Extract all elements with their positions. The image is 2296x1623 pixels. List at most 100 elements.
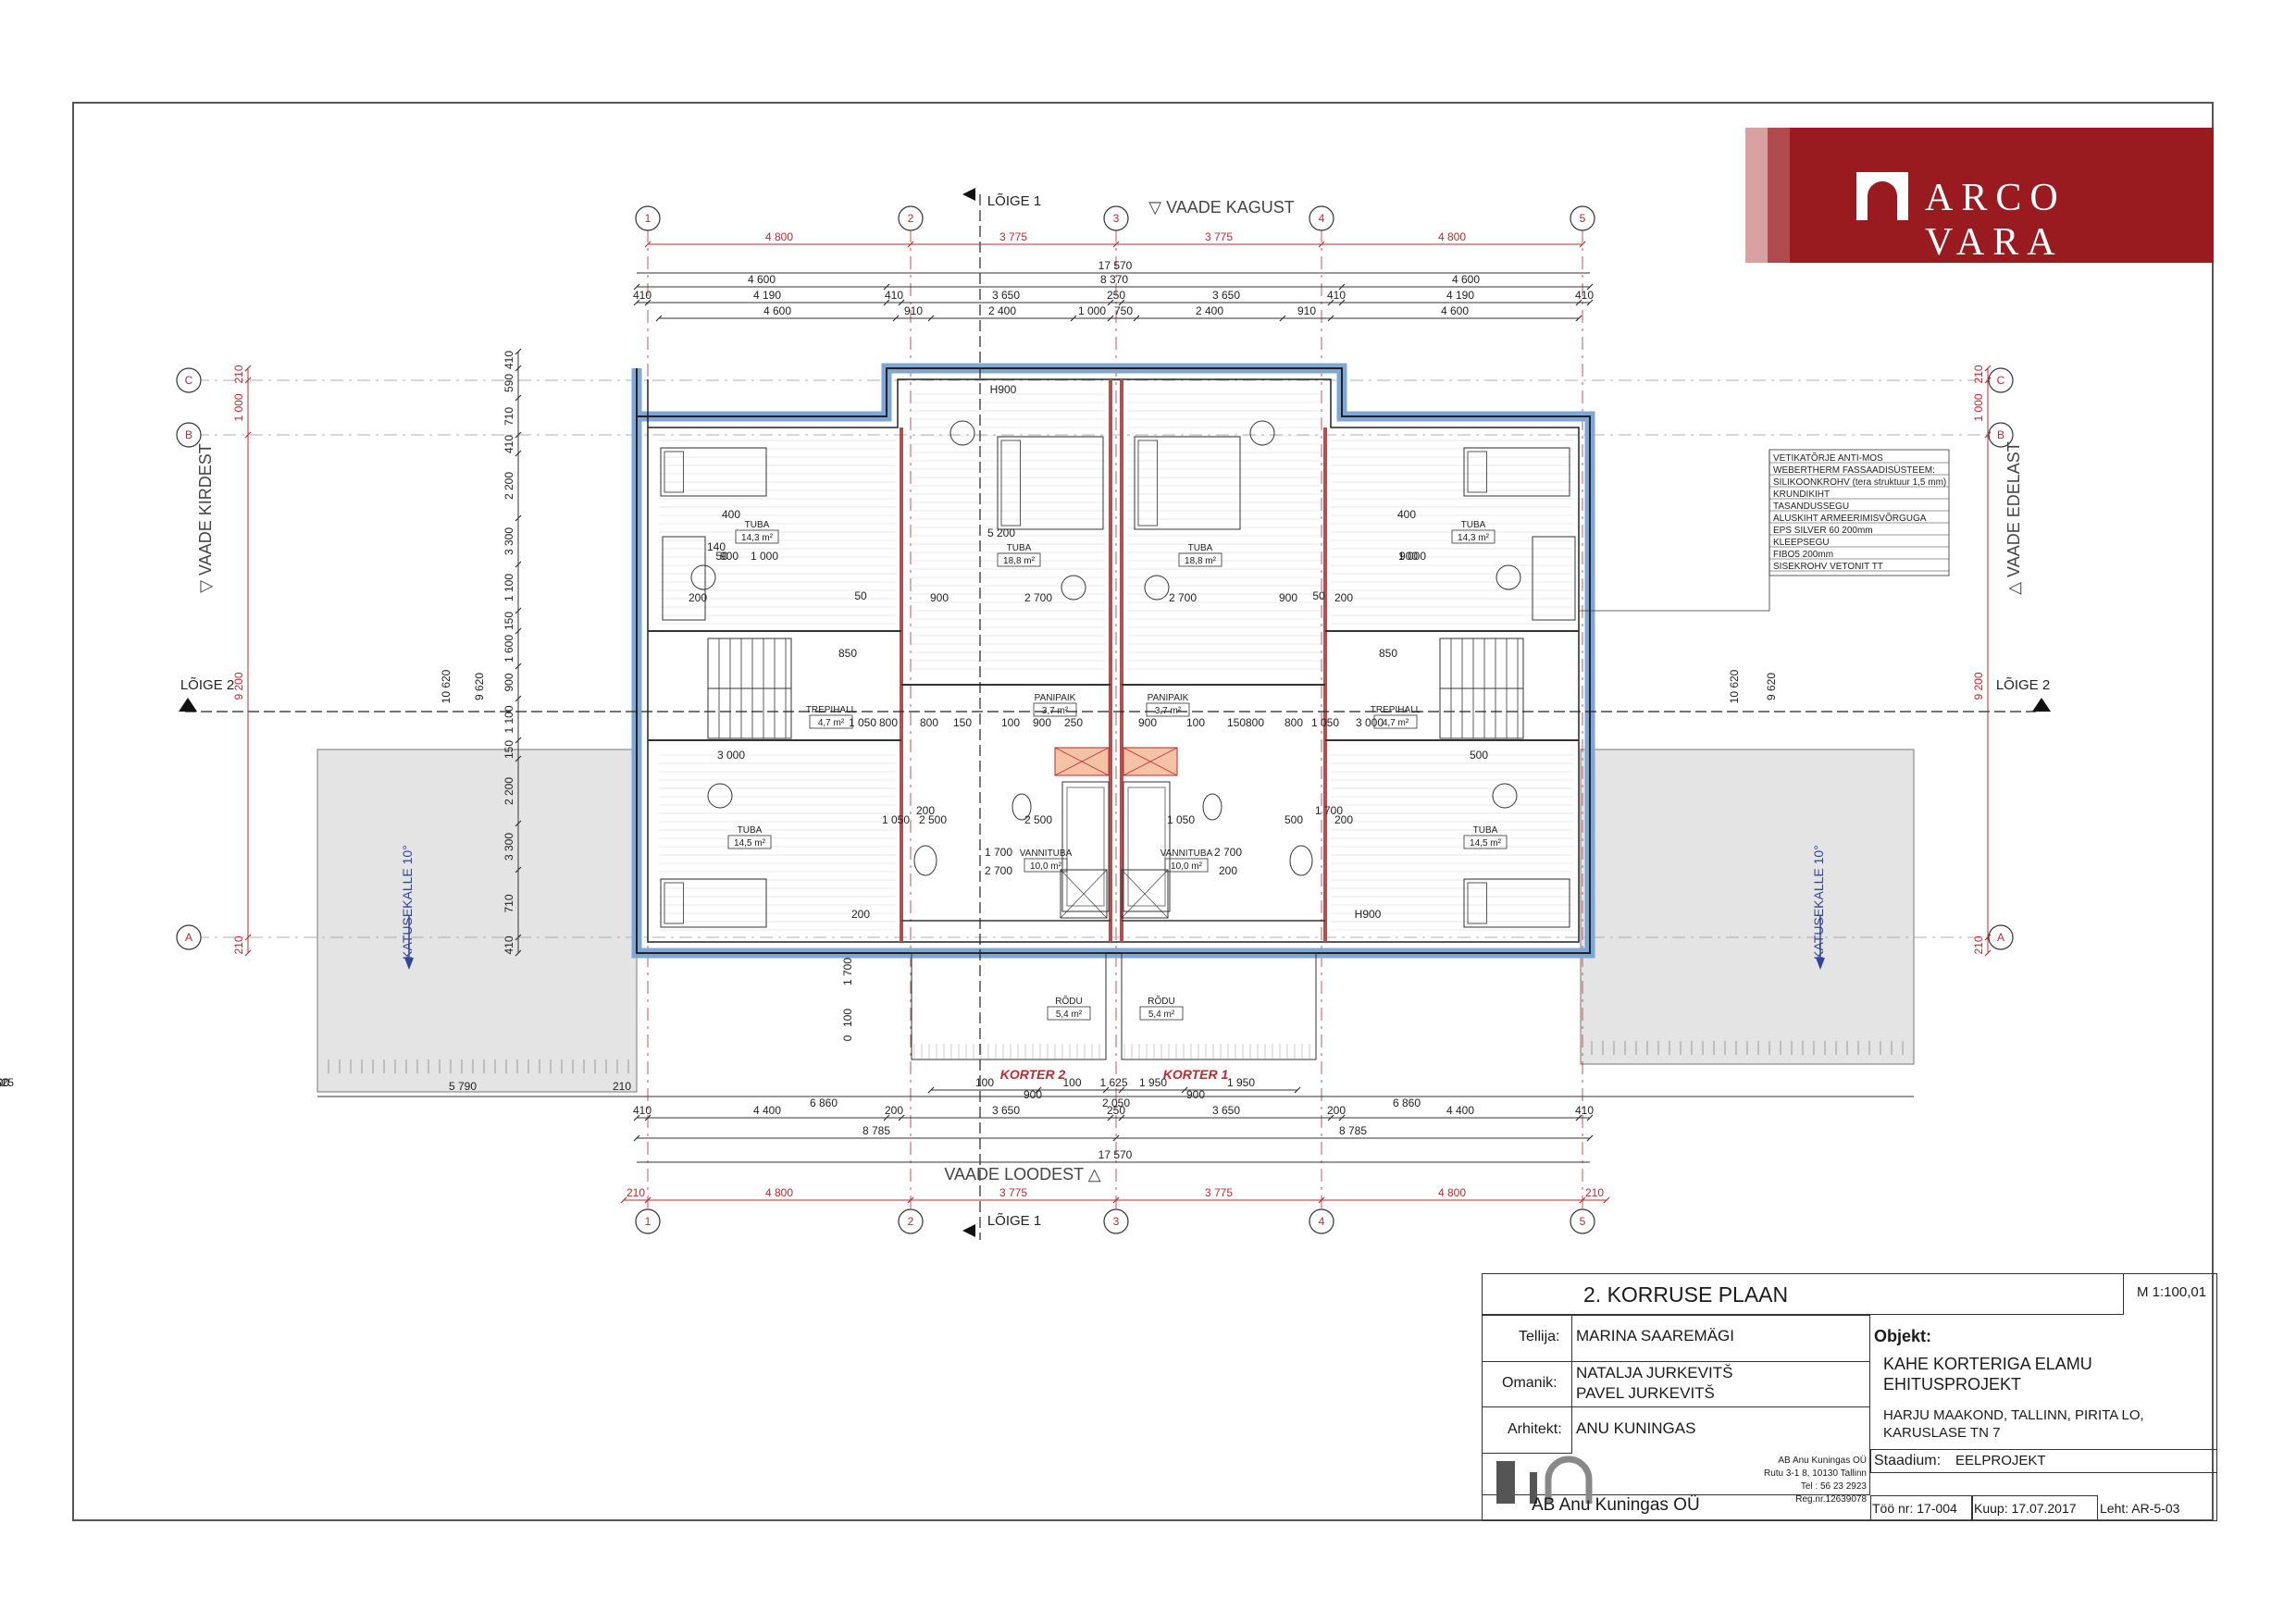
dimension-label: 900 xyxy=(1186,1088,1205,1101)
dimension-tick xyxy=(1318,241,1325,248)
dimension-label: 750 xyxy=(1114,304,1133,317)
dimension-tick xyxy=(244,949,252,957)
dimension-label: 8 785 xyxy=(863,1124,890,1137)
section-label-1: LÕIGE 1 xyxy=(987,1213,1041,1229)
dimension-label: 100 xyxy=(0,1076,9,1089)
room-name: TUBA xyxy=(738,825,763,836)
section-marker xyxy=(962,188,975,201)
dimension-tick xyxy=(244,377,252,384)
dimension-label: 4 600 xyxy=(1441,304,1469,317)
dimension-tick xyxy=(515,737,522,744)
dimension-tick xyxy=(515,820,522,827)
room-area-box xyxy=(1463,835,1508,849)
grid-bubble-label: 2 xyxy=(908,212,914,225)
dimension-tick xyxy=(620,1196,627,1204)
dimension-label: 410 xyxy=(503,351,515,369)
room-area-box xyxy=(1373,714,1418,729)
room-area-box xyxy=(1178,552,1222,567)
dimension-label: 1 000 xyxy=(1398,550,1426,563)
room-area: 5,4 m² xyxy=(1148,1010,1175,1020)
wall-spec-line: SILIKOONKROHV (tera struktuur 1,5 mm) xyxy=(1773,477,1946,488)
wall-spec-line: SISEKROHV VETONIT TT xyxy=(1773,562,1883,572)
address-line-1: HARJU MAAKOND, TALLINN, PIRITA LO, xyxy=(1883,1407,2144,1423)
dimension-label: 6 860 xyxy=(810,1096,838,1109)
dimension-tick xyxy=(1338,299,1346,306)
dimension-label: 2 400 xyxy=(1196,304,1223,317)
dimension-label: 900 xyxy=(1279,591,1297,604)
grid-bubble-label: A xyxy=(185,931,192,944)
bed xyxy=(660,878,767,928)
dimension-tick xyxy=(898,299,905,306)
dimension-tick xyxy=(633,299,640,306)
dimension-label: 8 370 xyxy=(1100,273,1128,286)
dimension-label: 150 xyxy=(1227,716,1246,729)
chair xyxy=(1144,575,1170,601)
dimension-tick xyxy=(515,866,522,873)
bathtub-inner xyxy=(1127,787,1166,907)
dimension-tick xyxy=(1112,241,1120,248)
label-col xyxy=(1482,1315,1572,1454)
dimension-tick xyxy=(633,1114,640,1121)
room-area: 18,8 m² xyxy=(1003,556,1036,566)
dimension-label: 900 xyxy=(503,673,515,691)
roof-wing-left xyxy=(316,749,638,1093)
dimension-label: 3 650 xyxy=(992,1104,1020,1117)
title-block-border xyxy=(1482,1273,2217,1521)
room-area-box xyxy=(735,529,779,544)
dimension-label: 3 775 xyxy=(1205,230,1233,243)
job-number: Töö nr: 17-004 xyxy=(1872,1501,1957,1516)
dimension-tick xyxy=(515,561,522,568)
dimension-label: 410 xyxy=(633,1104,652,1117)
dimension-label: 1 700 xyxy=(985,846,1012,859)
dimension-label: 2 500 xyxy=(1024,813,1052,826)
grid-bubble-label: B xyxy=(185,428,192,441)
dimension-tick xyxy=(655,315,663,322)
anu-kuningas-logo-icon xyxy=(1496,1456,1593,1504)
dimension-label: 17 570 xyxy=(1098,1148,1133,1161)
dimension-label: 910 xyxy=(1297,304,1316,317)
grid-bubble xyxy=(1103,205,1129,231)
dimension-label: 210 xyxy=(232,935,245,954)
title-block: 2. KORRUSE PLAAN M 1:100,01 Tellija: MAR… xyxy=(1482,1273,2217,1521)
dimension-tick xyxy=(515,450,522,457)
dimension-label: 200 xyxy=(1327,1104,1346,1117)
grid-bubble-label: 4 xyxy=(1319,212,1325,225)
dimension-label: 2 700 xyxy=(985,864,1012,877)
shower-mark xyxy=(1060,869,1108,919)
dimension-label: 200 xyxy=(1334,813,1353,826)
toilet xyxy=(1011,793,1032,821)
dimension-label: 4 400 xyxy=(1446,1104,1474,1117)
dimension-tick xyxy=(1318,1196,1325,1204)
dimension-label: 9 620 xyxy=(1765,673,1778,700)
wall-spec-line: TASANDUSSEGU xyxy=(1773,502,1849,512)
dimension-label: 900 xyxy=(1138,716,1157,729)
grid-bubble xyxy=(1103,1208,1129,1234)
dimension-label: 1 100 xyxy=(503,705,515,733)
dimension-tick xyxy=(1112,1196,1120,1204)
dimension-label: 710 xyxy=(503,407,515,426)
desk xyxy=(1532,536,1576,621)
dimension-label: 410 xyxy=(885,289,903,302)
dimension-label: 140 xyxy=(707,540,726,553)
dimension-label: 1 950 xyxy=(1139,1076,1167,1089)
firm-info-line: Tel : 56 23 2923 xyxy=(1800,1481,1867,1492)
section-marker xyxy=(2032,698,2051,712)
dimension-label: 10 620 xyxy=(1728,669,1741,703)
dimension-label: 50 xyxy=(854,589,867,602)
owner-name-2: PAVEL JURKEVITŠ xyxy=(1576,1384,1715,1402)
grid-bubble-label: 4 xyxy=(1319,1215,1325,1228)
dimension-tick xyxy=(907,241,914,248)
dimension-label: 4 800 xyxy=(765,1186,793,1199)
room-area-box xyxy=(1146,702,1190,717)
dimension-label: 250 xyxy=(1107,289,1125,302)
wall-spec-line: ALUSKIHT ARMEERIMISVÕRGUGA xyxy=(1773,512,1927,524)
object-line-2: EHITUSPROJEKT xyxy=(1883,1375,2022,1394)
dimension-label: 800 xyxy=(920,716,938,729)
dimension-tick xyxy=(515,348,522,355)
dimension-label: H900 xyxy=(990,383,1017,396)
dimension-label: 1 000 xyxy=(1078,304,1106,317)
dimension-label: 800 xyxy=(879,716,898,729)
room-area: 10,0 m² xyxy=(1030,861,1062,872)
section-label-2: LÕIGE 2 xyxy=(1996,677,2050,693)
dimension-label: 17 570 xyxy=(1098,259,1133,272)
